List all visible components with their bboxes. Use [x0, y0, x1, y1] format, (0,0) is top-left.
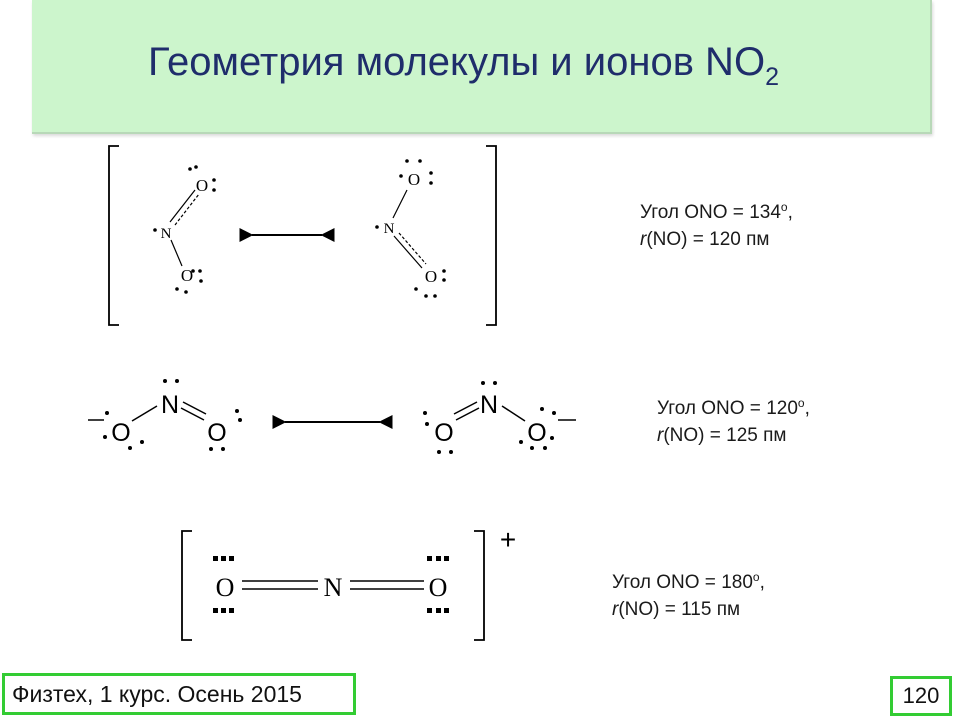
double-bond-line	[180, 407, 205, 421]
page-number: 120	[890, 676, 952, 716]
angle-value: 134	[749, 202, 781, 223]
bracket-left	[181, 530, 192, 641]
slide-title: Геометрия молекулы и ионов NO2	[148, 40, 779, 92]
atom-n: N	[324, 573, 343, 602]
double-bond-line	[453, 401, 478, 415]
degree-mark: o	[780, 200, 788, 214]
r-symbol: r	[612, 599, 619, 620]
double-bond-line	[169, 189, 196, 223]
resonance-form-right: N O O	[375, 159, 446, 298]
atom-o-left: O	[434, 419, 453, 447]
double-bond-line	[182, 401, 207, 415]
atom-o-top: O	[408, 170, 420, 189]
info-no2-radical: Угол ONO = 134o, r(NO) = 120 пм	[640, 194, 793, 253]
resonance-form-left: N O O	[153, 165, 216, 294]
degree-mark: o	[752, 570, 760, 584]
single-bond-line	[131, 405, 158, 422]
title-main: Геометрия молекулы и ионов NO	[148, 40, 766, 84]
resonance-form-right: O N O	[423, 381, 576, 454]
single-bond-line	[170, 239, 183, 267]
atom-n: N	[384, 221, 395, 237]
resonance-form-left: O N O	[88, 379, 242, 451]
double-bond-line	[393, 235, 423, 269]
angle-value: 180	[721, 572, 753, 593]
electron-dots	[153, 165, 216, 294]
r-symbol: r	[657, 425, 664, 446]
bond-length-line: r(NO) = 120 пм	[640, 226, 793, 253]
structure-nitronium: + O N O	[181, 524, 516, 641]
single-bond-line	[392, 189, 408, 219]
bond-length: (NO) = 115 пм	[618, 599, 741, 620]
angle-label: Угол ONO =	[657, 398, 767, 419]
angle-suffix: ,	[759, 572, 765, 593]
info-nitrite: Угол ONO = 120o, r(NO) = 125 пм	[657, 390, 810, 449]
atom-o-right: O	[429, 573, 448, 602]
atom-o-bottom: O	[181, 266, 193, 285]
atom-o-left: O	[111, 419, 130, 447]
double-bond-line	[455, 407, 480, 421]
double-bond-line	[398, 232, 427, 265]
structure-nitrite: O N O O N O	[88, 379, 576, 454]
atom-o-bottom: O	[425, 267, 437, 286]
atom-o-top: O	[196, 176, 208, 195]
atom-o-left: O	[216, 573, 235, 602]
bond-length: (NO) = 120 пм	[646, 229, 770, 250]
angle-line: Угол ONO = 134o,	[640, 194, 793, 226]
angle-line: Угол ONO = 180o,	[612, 564, 765, 596]
angle-value: 120	[766, 398, 798, 419]
angle-label: Угол ONO =	[612, 572, 722, 593]
atom-n: N	[161, 226, 172, 242]
title-subscript: 2	[765, 63, 779, 91]
bracket-left	[108, 145, 119, 326]
bracket-right	[486, 145, 497, 326]
electron-dots	[103, 379, 242, 451]
charge-plus: +	[500, 524, 516, 555]
angle-suffix: ,	[804, 398, 810, 419]
atom-o-right: O	[527, 419, 546, 447]
footer-label: Физтех, 1 курс. Осень 2015	[2, 673, 356, 715]
bond-length: (NO) = 125 пм	[663, 425, 787, 446]
atom-n: N	[161, 391, 179, 419]
atom-o-right: O	[207, 419, 226, 447]
r-symbol: r	[640, 229, 647, 250]
bond-length-line: r(NO) = 125 пм	[657, 422, 810, 449]
angle-suffix: ,	[787, 202, 793, 223]
bracket-right	[474, 530, 485, 641]
title-bar	[32, 0, 932, 134]
electron-dots	[213, 556, 449, 613]
bond-length-line: r(NO) = 115 пм	[612, 596, 765, 623]
single-bond-line	[501, 405, 526, 422]
structure-no2-radical: N O O N O O	[108, 145, 497, 326]
info-nitronium: Угол ONO = 180o, r(NO) = 115 пм	[612, 564, 765, 623]
angle-label: Угол ONO =	[640, 202, 750, 223]
atom-n: N	[480, 391, 498, 419]
electron-dots	[375, 159, 446, 298]
angle-line: Угол ONO = 120o,	[657, 390, 810, 422]
double-bond-line	[174, 193, 200, 226]
degree-mark: o	[797, 396, 805, 410]
electron-dots	[423, 381, 556, 454]
